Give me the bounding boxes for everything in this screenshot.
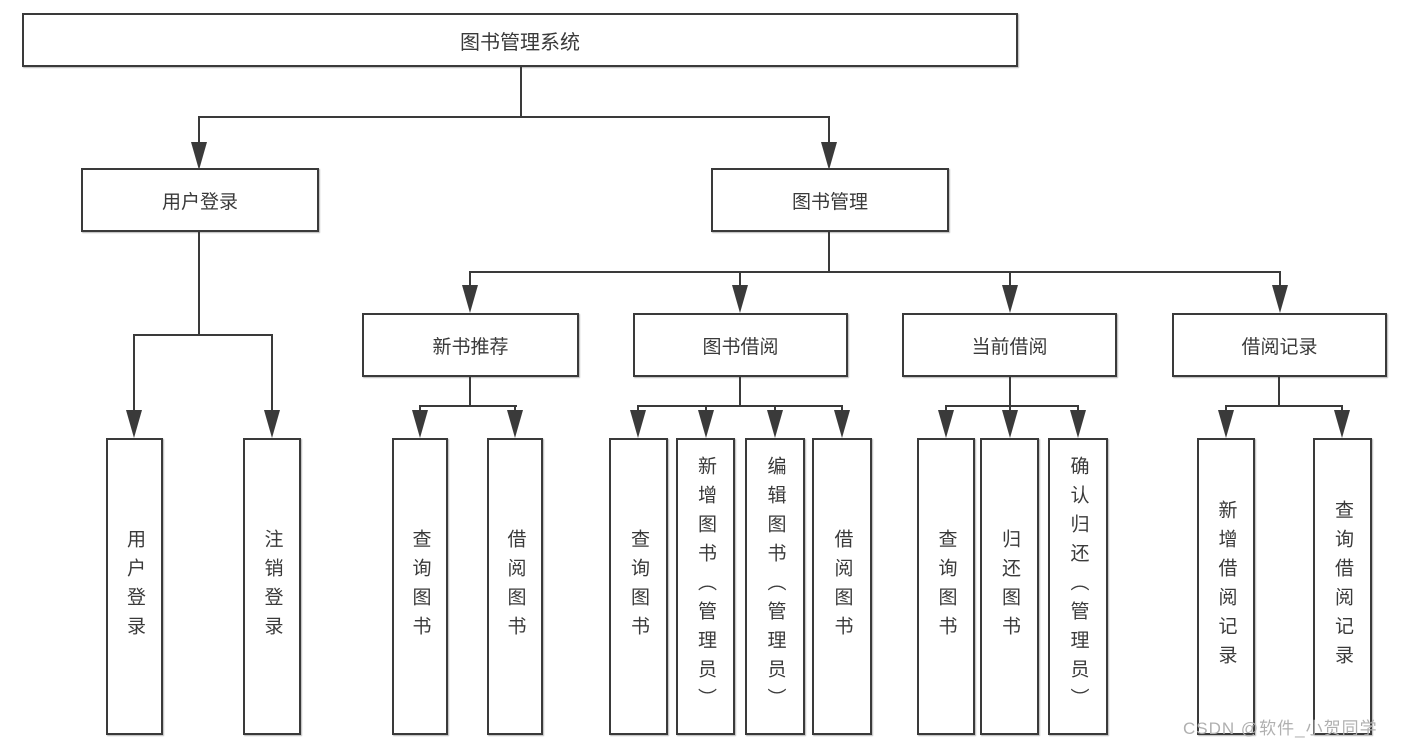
node-book-borrowing: 图书借阅: [633, 313, 848, 377]
connector-leaf-login-vline: [133, 334, 135, 414]
connector-gb1-vline: [637, 405, 639, 413]
connector-borrow-records-vline: [1279, 271, 1281, 289]
connector-gc3-vline: [1077, 405, 1079, 413]
arrowhead-gb2: [698, 410, 714, 438]
node-current-borrowing: 当前借阅: [902, 313, 1117, 377]
leaf-borrow-books: 借阅图书: [812, 438, 872, 735]
connector-user-login-stem: [198, 232, 200, 336]
connector-level3-hline: [469, 271, 1281, 273]
connector-root-stem: [520, 67, 522, 117]
connector-book-borrow-hline: [637, 405, 843, 407]
connector-current-borrow-hline: [945, 405, 1079, 407]
connector-user-login-vline: [198, 116, 200, 148]
arrowhead-ga2: [507, 410, 523, 438]
arrowhead-current-borrowing: [1002, 285, 1018, 313]
connector-gb2-vline: [705, 405, 707, 413]
arrowhead-book-management: [821, 142, 837, 170]
arrowhead-gb4: [834, 410, 850, 438]
arrowhead-gd2: [1334, 410, 1350, 438]
connector-new-book-hline: [419, 405, 517, 407]
connector-ga1-vline: [419, 405, 421, 413]
arrowhead-leaf-login: [126, 410, 142, 438]
node-book-management: 图书管理: [711, 168, 949, 232]
connector-leaf-logout-vline: [271, 334, 273, 414]
arrowhead-gb3: [767, 410, 783, 438]
connector-new-book-stem: [469, 377, 471, 407]
connector-book-management-vline: [828, 116, 830, 148]
connector-level2-hline: [198, 116, 830, 118]
node-borrowing-records: 借阅记录: [1172, 313, 1387, 377]
arrowhead-gc2: [1002, 410, 1018, 438]
connector-ga2-vline: [514, 405, 516, 413]
connector-current-borrow-vline: [1009, 271, 1011, 289]
connector-new-book-vline: [469, 271, 471, 289]
connector-gc2-vline: [1009, 405, 1011, 413]
leaf-query-borrow-record: 查询借阅记录: [1313, 438, 1372, 735]
leaf-query-books-borrow: 查询图书: [609, 438, 668, 735]
leaf-query-books-current: 查询图书: [917, 438, 975, 735]
connector-current-borrow-stem: [1009, 377, 1011, 407]
connector-gb3-vline: [774, 405, 776, 413]
connector-book-borrow-vline: [739, 271, 741, 289]
arrowhead-ga1: [412, 410, 428, 438]
arrowhead-leaf-logout: [264, 410, 280, 438]
arrowhead-gc3: [1070, 410, 1086, 438]
leaf-return-book: 归还图书: [980, 438, 1039, 735]
connector-user-login-hline: [133, 334, 273, 336]
connector-gd2-vline: [1341, 405, 1343, 413]
leaf-query-books-recommend: 查询图书: [392, 438, 448, 735]
leaf-edit-book-admin: 编辑图书（管理员）: [745, 438, 805, 735]
leaf-confirm-return-admin: 确认归还（管理员）: [1048, 438, 1108, 735]
arrowhead-gb1: [630, 410, 646, 438]
leaf-user-login: 用户登录: [106, 438, 163, 735]
arrowhead-user-login: [191, 142, 207, 170]
csdn-watermark: CSDN @软件_小贺同学: [1183, 719, 1378, 738]
node-user-login: 用户登录: [81, 168, 319, 232]
node-library-management-system: 图书管理系统: [22, 13, 1018, 67]
node-new-book-recommend: 新书推荐: [362, 313, 579, 377]
connector-borrow-records-hline: [1225, 405, 1343, 407]
connector-book-management-stem: [828, 232, 830, 273]
leaf-logout: 注销登录: [243, 438, 301, 735]
arrowhead-gd1: [1218, 410, 1234, 438]
connector-gc1-vline: [945, 405, 947, 413]
arrowhead-gc1: [938, 410, 954, 438]
arrowhead-book-borrowing: [732, 285, 748, 313]
arrowhead-new-book-recommend: [462, 285, 478, 313]
leaf-borrow-books-recommend: 借阅图书: [487, 438, 543, 735]
leaf-add-borrow-record: 新增借阅记录: [1197, 438, 1255, 735]
leaf-add-book-admin: 新增图书（管理员）: [676, 438, 735, 735]
connector-gb4-vline: [841, 405, 843, 413]
arrowhead-borrowing-records: [1272, 285, 1288, 313]
connector-borrow-records-stem: [1278, 377, 1280, 407]
connector-gd1-vline: [1225, 405, 1227, 413]
connector-book-borrow-stem: [739, 377, 741, 407]
